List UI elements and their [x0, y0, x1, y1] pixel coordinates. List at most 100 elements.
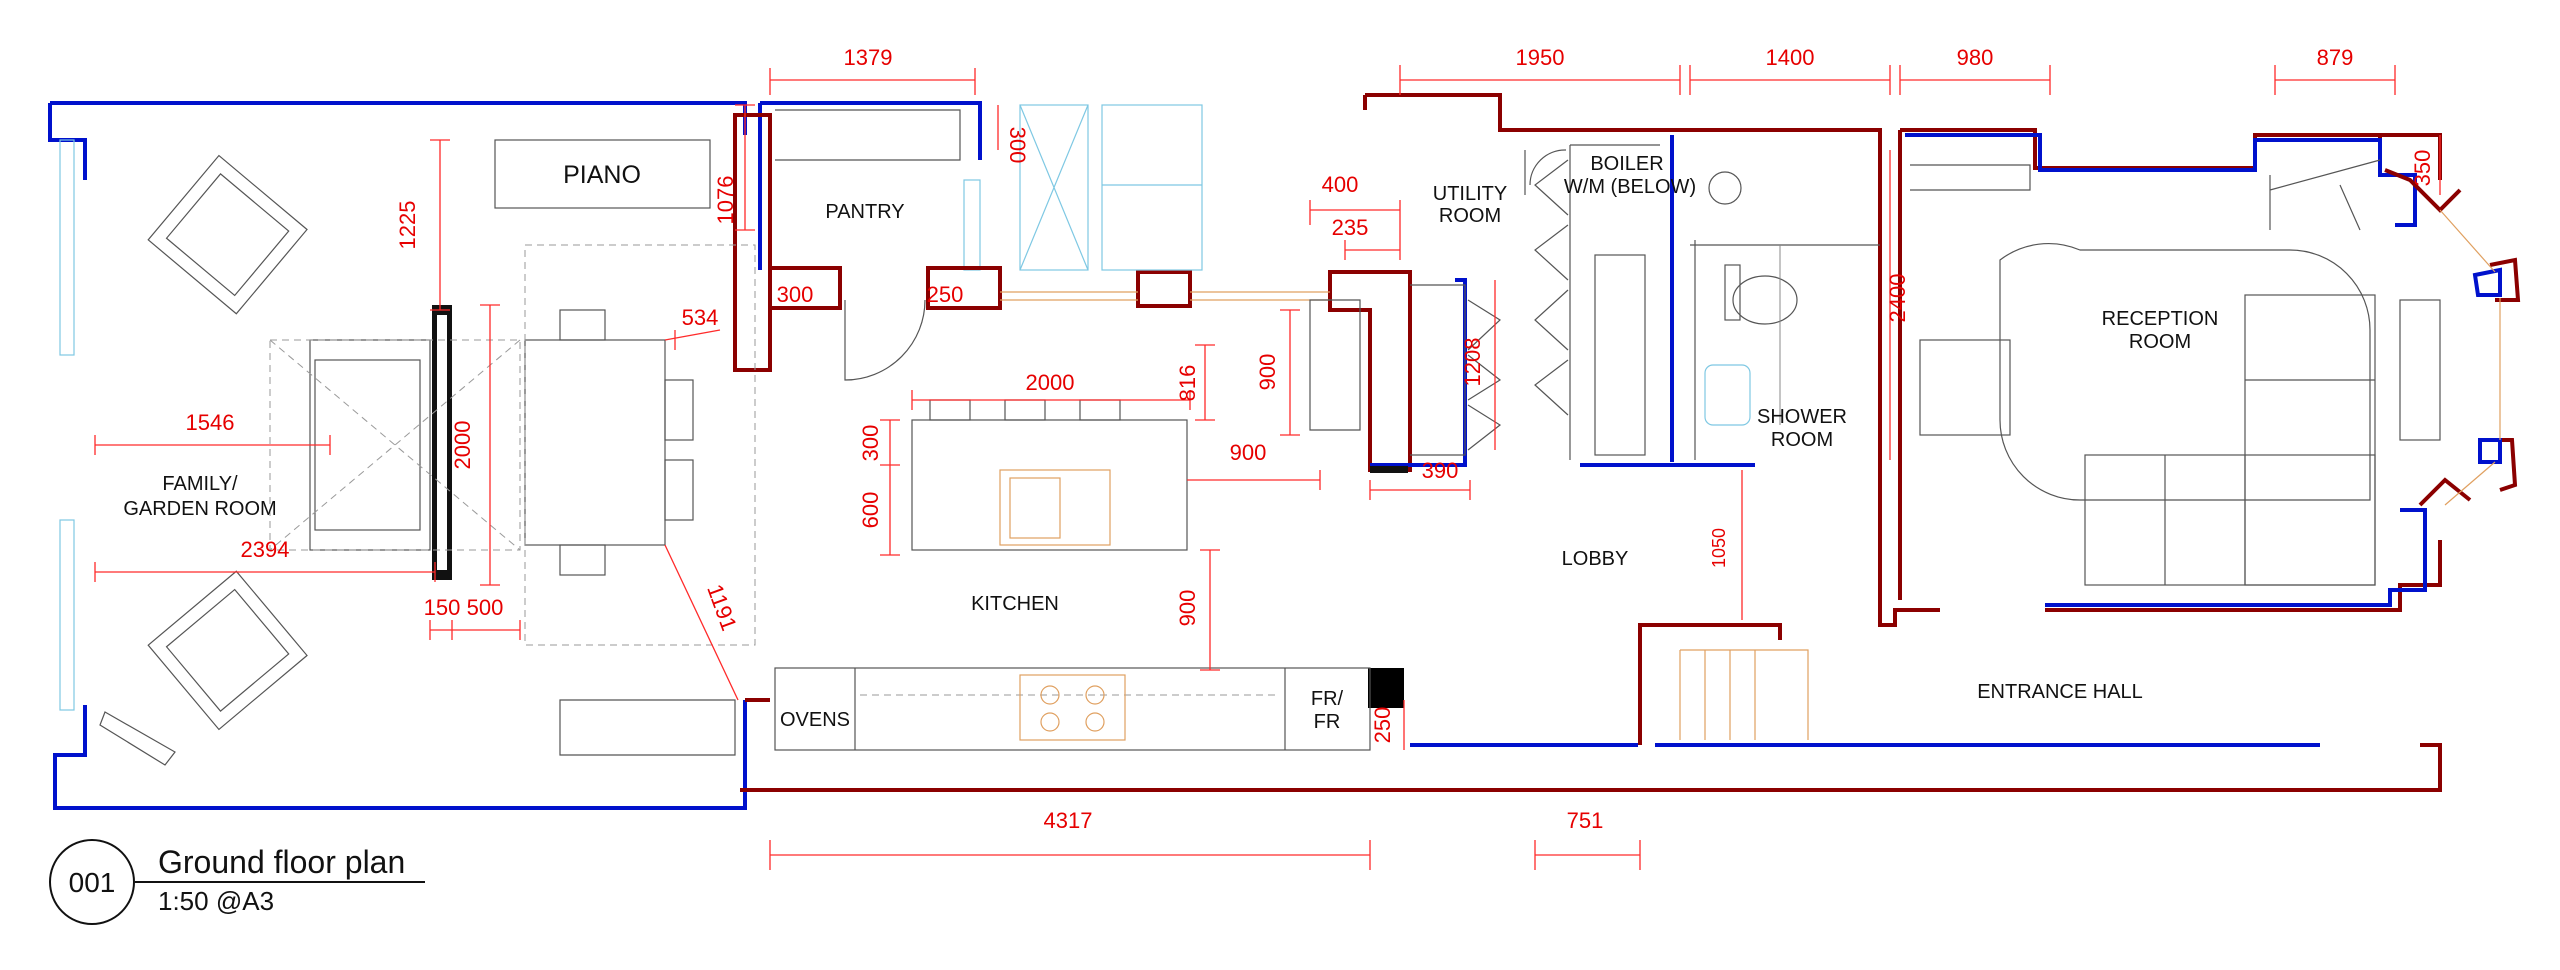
utility-base-black [1370, 466, 1408, 473]
dim-2000-h: 2000 [1026, 370, 1075, 395]
reception-sofa [2084, 454, 2376, 586]
utility-wall-blue [1370, 278, 1467, 467]
back-counter [774, 667, 1371, 751]
dining-rug [524, 244, 756, 646]
armchair-bottom [147, 570, 308, 731]
title-block: 001 Ground floor plan 1:50 @A3 [49, 839, 425, 925]
drawing-number: 001 [69, 867, 116, 898]
hob-ring-1 [1040, 685, 1060, 705]
reception-blue-bottom [2045, 508, 2427, 607]
kitchen-wall-stub-left [733, 113, 772, 372]
drawing-title: Ground floor plan [158, 844, 405, 880]
family-room-cabinet [559, 699, 736, 756]
wc-cistern [1724, 264, 1741, 321]
label-boiler-line2: W/M (BELOW) [1564, 176, 1696, 198]
piano-outline [494, 139, 711, 209]
dim-534: 534 [682, 305, 719, 330]
reception-armchair [1919, 339, 2011, 436]
label-frfr-line1: FR/ [1311, 688, 1344, 710]
family-room-side-table [99, 711, 176, 766]
pantry-wall [760, 101, 982, 160]
dim-980: 980 [1957, 45, 1994, 70]
bottom-external-wall [740, 698, 2442, 792]
top-door-swings [1524, 149, 1567, 195]
dim-300-pantry: 300 [1005, 127, 1030, 164]
dim-751: 751 [1567, 808, 1604, 833]
dim-1950: 1950 [1516, 45, 1565, 70]
dim-350: 350 [2410, 150, 2435, 187]
bay-blue-right [2472, 267, 2502, 464]
reception-sofa-divs [2164, 379, 2375, 585]
reception-sofa-back [2244, 294, 2376, 586]
label-reception-line2: ROOM [2129, 331, 2191, 353]
island-sink-bowl [1009, 477, 1061, 539]
stool-3 [1079, 399, 1121, 421]
dim-1050: 1050 [1709, 528, 1729, 568]
label-entrance-hall: ENTRANCE HALL [1977, 681, 2143, 703]
dim-600: 600 [858, 492, 883, 529]
kitchen-wall-stub-window [1136, 270, 1192, 308]
dim-900-v: 900 [1175, 590, 1200, 627]
dim-1076: 1076 [713, 176, 738, 225]
entrance-top-cabinet [1910, 164, 2031, 191]
family-room-wall-left-top [48, 103, 87, 180]
dimension-labels: 1379 300 1076 1225 300 250 534 1546 2000… [186, 45, 2435, 833]
label-ovens: OVENS [780, 709, 850, 731]
pantry-window [963, 179, 981, 271]
rug-dashed [269, 339, 521, 551]
dim-2000-v: 2000 [450, 421, 475, 470]
dim-816: 816 [1175, 365, 1200, 402]
reception-bay-doors [2269, 159, 2381, 231]
kitchen-wall-stub-utility [1328, 270, 1412, 472]
armchair-top [147, 154, 308, 315]
label-piano: PIANO [563, 161, 641, 189]
label-reception-line1: RECEPTION [2102, 308, 2219, 330]
skylight-1-cross [1019, 104, 1089, 271]
dining-chair-3 [664, 379, 694, 441]
kitchen-wall-stub-mid [770, 266, 842, 310]
dim-4317: 4317 [1044, 808, 1093, 833]
kitchen-glazing [1000, 291, 1330, 301]
dimension-lines [94, 65, 2441, 870]
boiler-unit [1594, 254, 1646, 456]
basin-round [1708, 171, 1742, 205]
chimney-breast-inner [437, 315, 447, 570]
label-family-line2: GARDEN ROOM [123, 498, 276, 520]
reception-blue-top [1905, 133, 2417, 227]
dim-400: 400 [1322, 172, 1359, 197]
dim-900-u: 900 [1255, 354, 1280, 391]
dining-chair-1 [559, 309, 606, 341]
island-sink [999, 469, 1111, 546]
dining-chair-2 [559, 544, 606, 576]
bay-window-bottom [2418, 477, 2472, 507]
boiler-top [1569, 144, 1660, 460]
skylight-2 [1101, 104, 1203, 271]
label-shower-line1: SHOWER [1757, 406, 1847, 428]
reception-side-table [2399, 299, 2441, 441]
dim-300-a: 300 [777, 282, 814, 307]
label-frfr-line2: FR [1314, 711, 1341, 733]
dim-250-a: 250 [927, 282, 964, 307]
boiler-doors [1534, 159, 1569, 416]
dim-2400: 2400 [1885, 274, 1910, 323]
reception-bottom-wall [2045, 540, 2442, 612]
label-utility-line2: ROOM [1439, 205, 1501, 227]
hob [1019, 674, 1126, 741]
family-sofa-inner [314, 359, 421, 531]
dim-1191: 1191 [702, 581, 742, 634]
dim-1379: 1379 [844, 45, 893, 70]
dim-500: 500 [467, 595, 504, 620]
family-room-wall-top [50, 101, 747, 135]
dining-table [524, 339, 666, 546]
dim-879: 879 [2317, 45, 2354, 70]
skylight-1 [1019, 104, 1089, 271]
drawing-scale: 1:50 @A3 [158, 886, 274, 916]
shower-basin [1704, 364, 1751, 426]
furniture [99, 104, 2441, 766]
dim-150: 150 [424, 595, 461, 620]
dim-1225: 1225 [395, 201, 420, 250]
window-left-top [59, 139, 75, 356]
dim-1400: 1400 [1766, 45, 1815, 70]
label-shower-line2: ROOM [1771, 429, 1833, 451]
hob-ring-4 [1085, 712, 1105, 732]
